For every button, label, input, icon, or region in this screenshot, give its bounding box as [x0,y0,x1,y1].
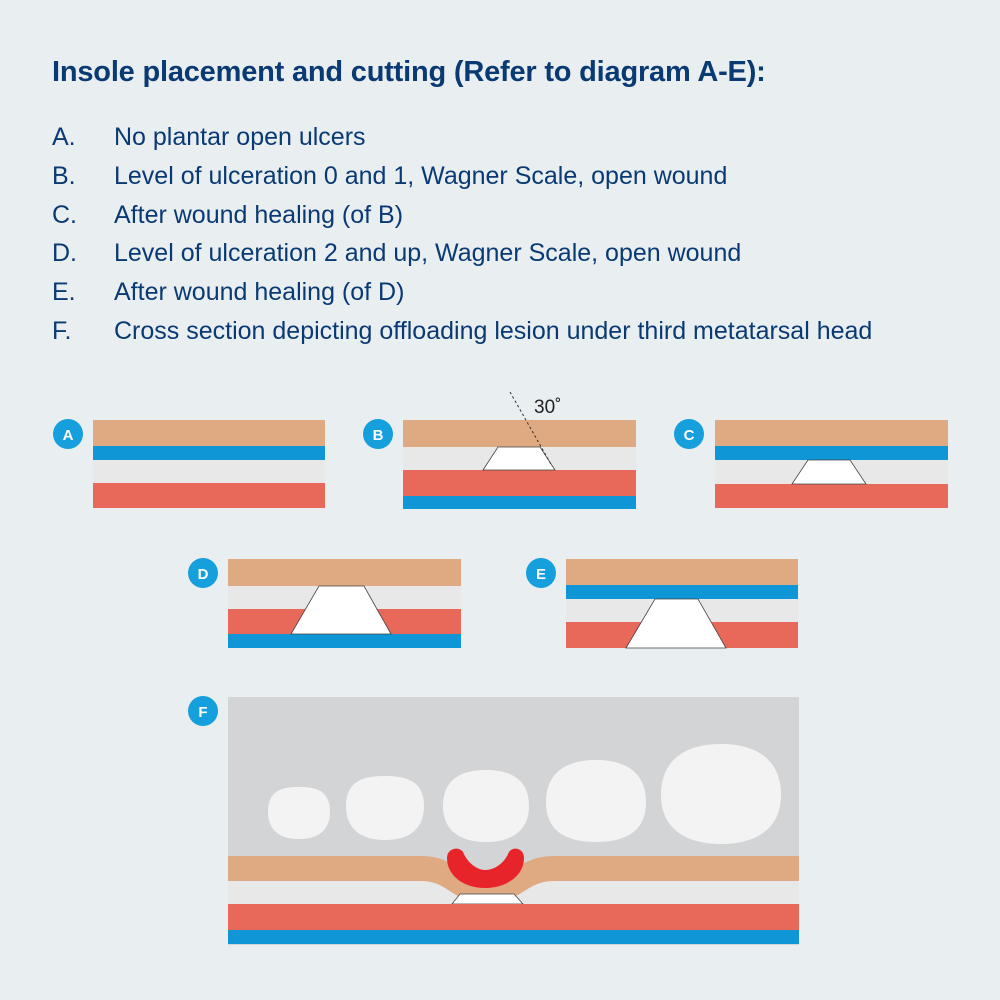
cutout [451,893,524,905]
legend-item-a: A. No plantar open ulcers [52,122,872,161]
legend-letter: D. [52,239,77,268]
badge-label: D [198,566,209,583]
cutout [625,598,727,649]
badge-circle [53,419,83,449]
blue-layer [228,930,799,944]
badge-b: B [363,419,393,449]
blue-layer [715,446,948,460]
red-layer [228,904,799,930]
metatarsal-head-1 [661,744,781,844]
badge-a: A [53,419,83,449]
badge-f: F [188,696,218,726]
panel-f: F [188,696,799,945]
lesion [447,848,524,888]
legend-item-b: B. Level of ulceration 0 and 1, Wagner Sc… [52,161,872,200]
badge-label: E [536,566,546,583]
badge-circle [363,419,393,449]
tan-layer [403,420,636,447]
angle-guide-line [509,391,553,467]
badge-label: F [198,704,207,721]
legend-text: Level of ulceration 2 and up, Wagner Sca… [114,239,742,268]
legend-letter: F. [52,316,72,345]
tan-layer [715,420,948,446]
legend-letter: A. [52,123,76,151]
metatarsal-head-2 [546,760,646,842]
tan-layer [228,559,461,586]
panel-a: A [53,419,325,508]
legend-item-d: D. Level of ulceration 2 and up, Wagner S… [52,238,872,277]
badge-circle [526,558,556,588]
legend-letter: E. [52,278,76,307]
red-layer [403,470,636,496]
legend-letter: C. [52,200,77,229]
badge-e: E [526,558,556,588]
light-layer [93,460,325,483]
metatarsal-head-3 [443,770,529,842]
legend-item-f: F. Cross section depicting offloading les… [52,316,872,355]
legend-text: No plantar open ulcers [114,123,366,151]
legend-text: Cross section depicting offloading lesio… [114,316,873,345]
legend-text: Level of ulceration 0 and 1, Wagner Scal… [114,161,728,190]
tan-layer [566,559,798,585]
light-layer [228,881,799,904]
legend-text: After wound healing (of D) [114,278,405,307]
panel-e: E [526,558,798,649]
tan-layer [93,420,325,446]
legend-letter: B. [52,161,76,190]
blue-layer [403,496,636,509]
legend-text: After wound healing (of B) [114,200,404,229]
page-title: Insole placement and cutting (Refer to d… [52,56,766,88]
badge-circle [188,558,218,588]
blue-layer [566,585,798,599]
red-layer [93,483,325,508]
cutout [290,585,392,635]
angle-label: 30˚ [534,397,561,418]
badge-d: D [188,558,218,588]
badge-label: C [684,427,695,444]
metatarsal-head-4 [346,776,424,840]
badge-circle [674,419,704,449]
legend-item-c: C. After wound healing (of B) [52,200,872,239]
blue-layer [93,446,325,460]
badge-c: C [674,419,704,449]
panel-c: C [674,419,948,508]
panel-b: 30˚ B [363,391,636,509]
badge-circle [188,696,218,726]
cutout [791,459,867,485]
blue-layer [228,634,461,648]
red-layer [715,484,948,508]
panel-d: D [188,558,461,648]
legend-item-e: E. After wound healing (of D) [52,277,872,316]
badge-label: B [373,427,384,444]
badge-label: A [63,427,74,444]
cutout [482,446,556,471]
legend-list: A. No plantar open ulcers B. Level of ulce… [52,122,872,355]
metatarsal-head-5 [268,787,330,839]
